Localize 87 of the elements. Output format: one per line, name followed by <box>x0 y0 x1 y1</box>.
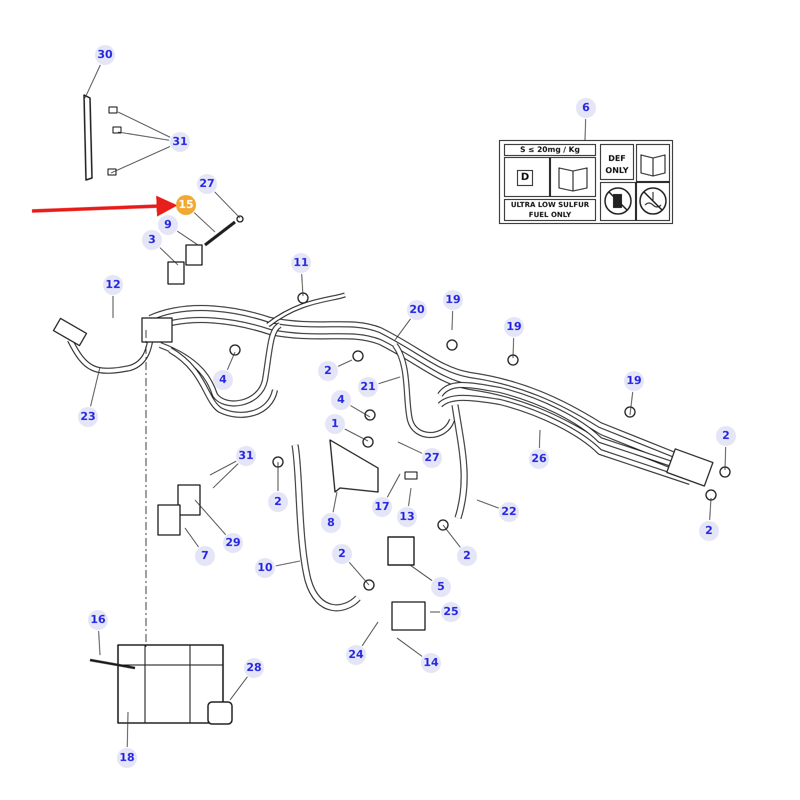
callout-number: 2 <box>716 426 736 446</box>
callout-number: 19 <box>504 317 524 337</box>
callout-number: 31 <box>170 132 190 152</box>
callout-number: 1 <box>325 414 345 434</box>
callout-number: 18 <box>117 748 137 768</box>
fuel-decal <box>499 140 673 224</box>
leader-line <box>442 524 461 548</box>
callout-number: 23 <box>78 407 98 427</box>
leader-line <box>378 376 400 384</box>
callout-number: 17 <box>372 497 392 517</box>
leader-line <box>214 192 240 218</box>
callout-number: 2 <box>318 361 338 381</box>
leader-line <box>348 562 370 586</box>
callout-number: 11 <box>291 253 311 273</box>
callout-number: 8 <box>321 513 341 533</box>
leader-line <box>709 498 712 520</box>
callout-number: 24 <box>346 645 366 665</box>
callout-number: 6 <box>576 98 596 118</box>
callout-number: 13 <box>397 507 417 527</box>
leader-line <box>176 230 198 246</box>
callout-number: 30 <box>95 45 115 65</box>
leader-line <box>724 446 726 470</box>
callout-number: 19 <box>443 290 463 310</box>
leader-line <box>362 622 378 646</box>
leader-line <box>512 338 514 358</box>
callout-number: 12 <box>103 275 123 295</box>
callout-number: 10 <box>255 558 275 578</box>
leader-line <box>230 676 248 700</box>
leader-line <box>194 500 226 536</box>
callout-number: 22 <box>499 502 519 522</box>
callout-number: 25 <box>441 602 461 622</box>
callout-number: 21 <box>358 377 378 397</box>
callout-number: 28 <box>244 658 264 678</box>
callout-number: 27 <box>422 448 442 468</box>
callout-number: 5 <box>431 577 451 597</box>
fuel-grade-letter: D <box>517 170 533 186</box>
leader-line <box>194 212 216 232</box>
leader-line <box>90 366 100 407</box>
leader-line <box>84 64 101 98</box>
leader-line <box>332 492 338 513</box>
leader-line <box>118 112 170 138</box>
leader-line <box>98 630 100 656</box>
leader-line <box>476 500 500 509</box>
callout-number: 9 <box>158 215 178 235</box>
leader-line <box>398 442 422 454</box>
callout-number: 20 <box>407 300 427 320</box>
leader-line <box>110 146 170 174</box>
callout-number: 29 <box>223 533 243 553</box>
callout-number: 2 <box>268 492 288 512</box>
callout-number: 3 <box>142 230 162 250</box>
leader-line <box>396 638 423 657</box>
leader-line <box>538 430 540 448</box>
leader-line <box>344 428 368 442</box>
callout-number: 7 <box>195 546 215 566</box>
leader-line <box>112 296 114 318</box>
callout-number: 4 <box>213 370 233 390</box>
leader-line <box>408 488 412 506</box>
leader-line <box>126 712 128 748</box>
callout-number: 31 <box>236 446 256 466</box>
leader-line <box>584 118 586 140</box>
leader-line <box>118 132 170 141</box>
leader-line <box>212 463 238 488</box>
leader-line <box>386 474 400 498</box>
leader-line <box>210 460 237 476</box>
leader-line <box>275 560 300 566</box>
fluid-warning-text: DEF ONLY <box>600 144 634 180</box>
arrow <box>32 196 178 217</box>
callout-number: 16 <box>88 610 108 630</box>
callout-number: 27 <box>197 174 217 194</box>
callout-number: 2 <box>699 521 719 541</box>
leader-line <box>226 352 236 370</box>
callout-number: 2 <box>332 544 352 564</box>
leader-line <box>184 528 199 548</box>
callout-number: 14 <box>421 653 441 673</box>
leader-line <box>301 274 304 296</box>
callout-number: 19 <box>624 371 644 391</box>
callout-number: 4 <box>331 390 351 410</box>
leader-line <box>452 310 454 330</box>
callout-number: 26 <box>529 449 549 469</box>
leader-line <box>338 360 352 367</box>
leader-line <box>160 247 178 266</box>
leader-line <box>410 564 432 582</box>
leader-line <box>394 318 411 340</box>
callout-number: 2 <box>457 546 477 566</box>
callout-number: 15 <box>176 195 196 215</box>
leader-line <box>630 392 634 416</box>
leader-line <box>350 405 370 418</box>
